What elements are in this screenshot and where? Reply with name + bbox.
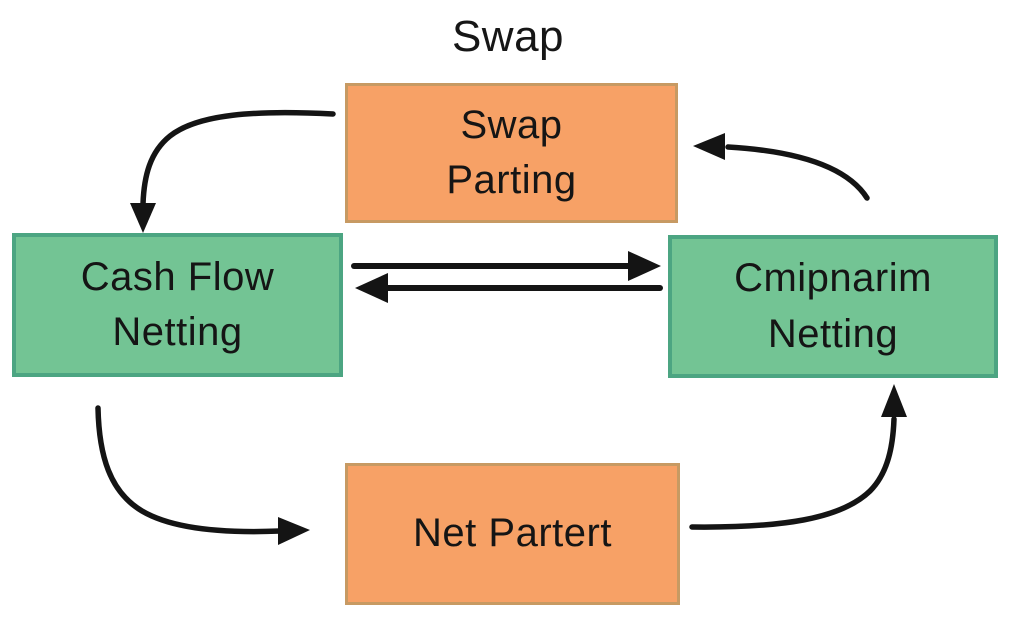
arrow-counterparty-netting-to-swap-parting <box>693 133 870 201</box>
arrow-cash-flow-to-counterparty <box>351 251 661 281</box>
node-cash-flow-netting-label-line2: Netting <box>112 310 243 354</box>
node-counterparty-netting: Cmipnarim Netting <box>668 235 998 378</box>
arrow-net-partert-to-counterparty-netting <box>689 384 907 530</box>
arrow-counterparty-to-cash-flow <box>355 273 663 303</box>
node-swap-parting-label-line2: Parting <box>446 158 577 202</box>
node-counterparty-netting-label-line2: Netting <box>767 311 899 356</box>
node-net-partert-label: Net Partert <box>413 511 612 556</box>
node-net-partert: Net Partert <box>345 463 680 605</box>
arrow-cash-flow-netting-to-net-partert <box>95 405 310 545</box>
arrow-swap-parting-to-cash-flow-netting <box>130 109 336 233</box>
diagram-title: Swap <box>451 12 565 61</box>
node-counterparty-netting-label-line1: Cmipnarim <box>734 256 932 301</box>
node-swap-parting: Swap Parting <box>345 83 678 223</box>
node-cash-flow-netting: Cash Flow Netting <box>12 233 343 377</box>
node-cash-flow-netting-label-line1: Cash Flow <box>80 254 275 299</box>
node-swap-parting-label-line1: Swap <box>460 102 563 147</box>
